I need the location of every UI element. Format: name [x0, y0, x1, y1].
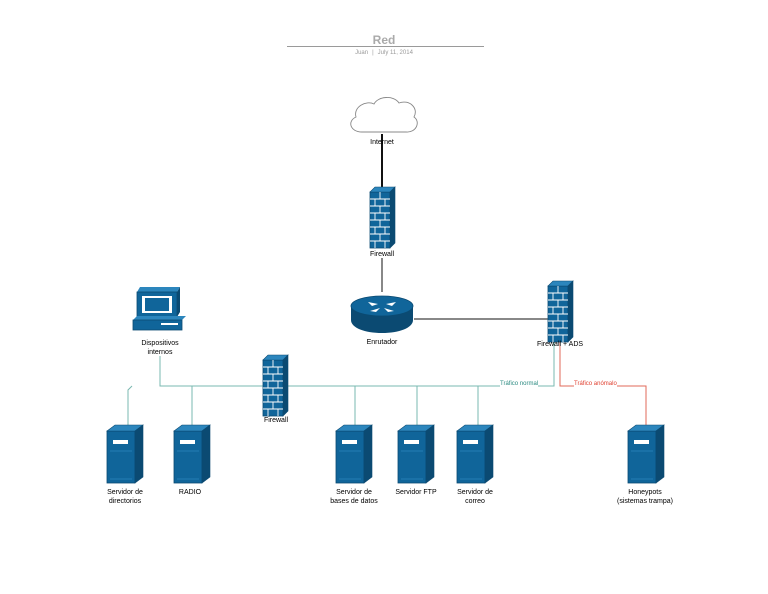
ftp-server-label: Servidor FTP: [395, 489, 437, 496]
normal-traffic-links: [127, 335, 555, 427]
workstation-icon: [132, 287, 186, 331]
subtitle-separator: |: [372, 50, 374, 56]
db-server-icon: [335, 424, 373, 484]
directory-server-label: Servidor de directorios: [107, 489, 143, 505]
title-divider: [287, 46, 484, 47]
internal-devices-label: Dispositivos internos: [141, 340, 179, 356]
honeypot-server-icon: [627, 424, 665, 484]
ftp-server-icon: [397, 424, 435, 484]
normal-traffic-label: Tráfico normal: [500, 380, 539, 388]
internet-label: Internet: [370, 139, 394, 146]
radio-label: RADIO: [178, 489, 202, 496]
cloud-icon: [350, 97, 418, 133]
firewall-ads-icon: [547, 280, 574, 343]
router-label: Enrutador: [366, 339, 398, 346]
anomalous-traffic-label: Tráfico anómalo: [574, 380, 617, 388]
radio-server-icon: [173, 424, 211, 484]
mail-server-icon: [456, 424, 494, 484]
mail-server-label: Servidor de correo: [457, 489, 493, 505]
firewall-lan-label: Firewall: [263, 417, 289, 424]
diagram-title: Red: [372, 33, 396, 47]
honeypots-label: Honeypots (sistemas trampa): [616, 489, 674, 505]
author-text: Juan: [355, 50, 369, 56]
firewall-lan-icon: [262, 354, 289, 417]
db-server-label: Servidor de bases de datos: [330, 489, 378, 505]
firewall-ads-label: Firewall + ADS: [536, 341, 584, 348]
diagram-subtitle: Juan|July 11, 2014: [0, 50, 768, 56]
firewall-top-icon: [369, 186, 396, 249]
directory-server-icon: [106, 424, 144, 484]
date-text: July 11, 2014: [377, 50, 413, 56]
router-icon: [350, 295, 414, 333]
firewall-top-label: Firewall: [369, 251, 395, 258]
